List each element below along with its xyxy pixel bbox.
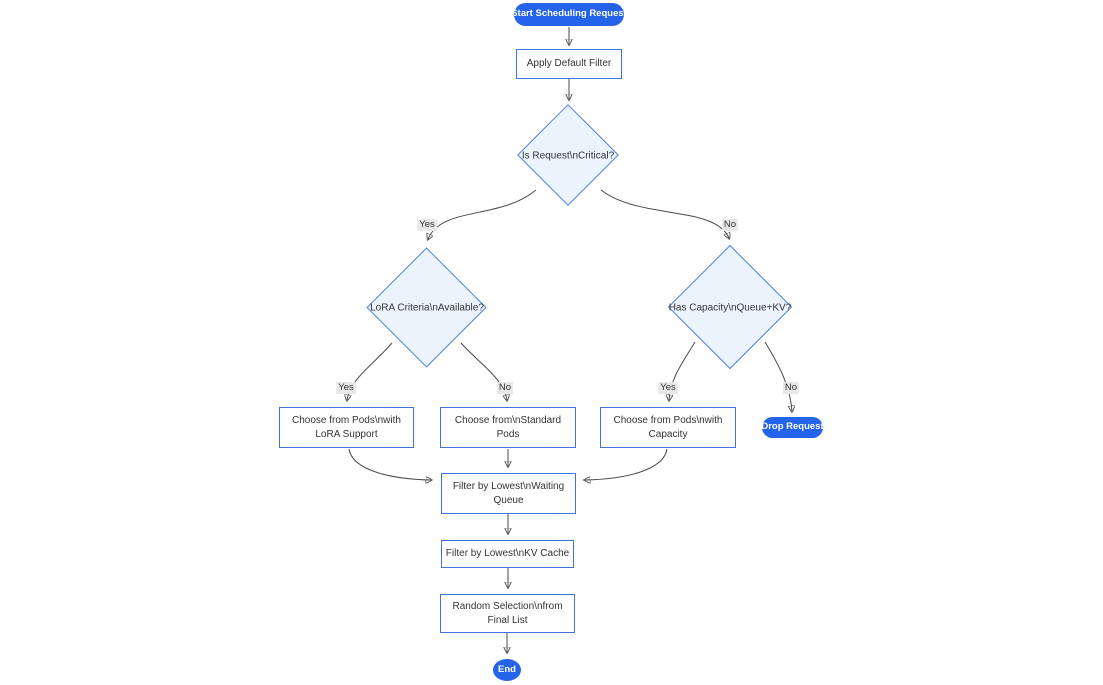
- node-end: End: [493, 659, 521, 681]
- node-drop-request: Drop Request: [761, 417, 824, 438]
- edge-lora-no: [460, 342, 507, 400]
- decision-is-critical-label: Is Request\nCritical?: [521, 150, 615, 162]
- edge-label-critical-yes: Yes: [417, 219, 437, 231]
- node-choose-standard-pods: Choose from\nStandard Pods: [440, 407, 576, 448]
- edge-lora-yes: [347, 342, 393, 400]
- edge-capacity-no: [764, 341, 792, 411]
- edge-label-capacity-no: No: [782, 382, 800, 394]
- node-start: Start Scheduling Request: [511, 3, 627, 26]
- edge-critical-no: [600, 189, 729, 238]
- edge-label-capacity-yes: Yes: [658, 382, 678, 394]
- node-choose-capacity-pods: Choose from Pods\nwith Capacity: [600, 407, 736, 448]
- edge-lorapods-to-filter: [348, 448, 431, 480]
- decision-lora-criteria-label: LoRA Criteria\nAvailable?: [370, 302, 484, 314]
- node-filter-kv-cache: Filter by Lowest\nKV Cache: [441, 540, 574, 568]
- node-choose-lora-pods: Choose from Pods\nwith LoRA Support: [279, 407, 414, 448]
- edge-capacitypods-to-filter: [585, 448, 668, 480]
- edge-critical-yes: [428, 189, 537, 239]
- node-filter-waiting-queue: Filter by Lowest\nWaiting Queue: [441, 473, 576, 514]
- edge-label-critical-no: No: [721, 219, 739, 231]
- edge-label-lora-yes: Yes: [336, 382, 356, 394]
- decision-has-capacity-label: Has Capacity\nQueue+KV?: [668, 302, 792, 314]
- edge-capacity-yes: [669, 341, 696, 400]
- node-random-selection: Random Selection\nfrom Final List: [440, 594, 575, 633]
- edge-label-lora-no: No: [496, 382, 514, 394]
- node-apply-default-filter: Apply Default Filter: [516, 49, 622, 79]
